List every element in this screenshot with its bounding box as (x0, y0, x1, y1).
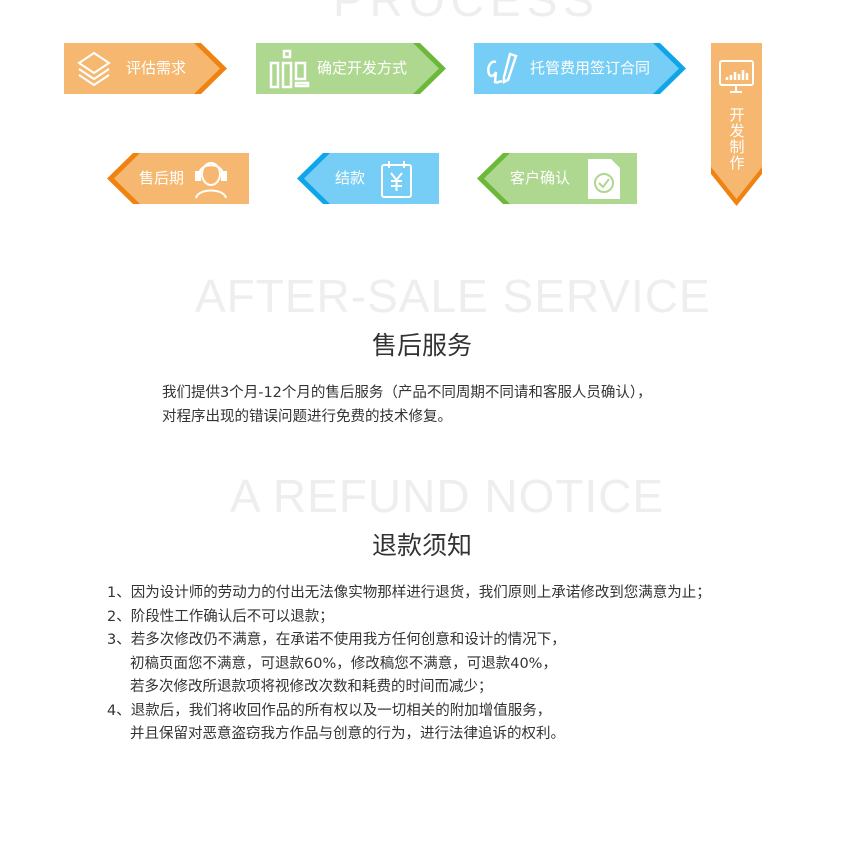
text-line: 1、因为设计师的劳动力的付出无法像实物那样进行退货，我们原则上承诺修改到您满意为… (107, 585, 711, 601)
step-label: 评估需求 (126, 59, 187, 77)
process-step-evaluate: 评估需求 (64, 43, 227, 94)
refund-watermark: A REFUND NOTICE (230, 470, 665, 522)
process-step-confirm: 客户确认 (477, 153, 637, 204)
step-label: 确定开发方式 (317, 59, 408, 77)
step-label: 结款 (335, 169, 366, 187)
process-watermark: PROCESS (333, 0, 600, 26)
process-step-contract: 托管费用签订合同 (474, 43, 686, 94)
process-step-after-sale: 售后期 (107, 153, 249, 204)
after-sale-title: 售后服务 (372, 331, 473, 360)
text-line: 4、退款后，我们将收回作品的所有权以及一切相关的附加增值服务， (107, 702, 552, 719)
refund-title: 退款须知 (372, 531, 473, 560)
layers-icon (77, 51, 111, 87)
text-line: 对程序出现的错误问题进行免费的技术修复。 (162, 408, 452, 425)
process-step-method: 确定开发方式 (256, 43, 446, 94)
refund-text: 1、因为设计师的劳动力的付出无法像实物那样进行退货，我们原则上承诺修改到您满意为… (107, 582, 711, 747)
text-line: 2、阶段性工作确认后不可以退款； (107, 608, 334, 625)
text-line: 我们提供3个月-12个月的售后服务（产品不同周期不同请和客服人员确认）， (162, 385, 652, 401)
text-line: 初稿页面您不满意，可退款60%，修改稿您不满意，可退款40%， (130, 655, 557, 672)
process-step-develop: 开发制作 (711, 43, 762, 206)
pen-sign-icon (487, 52, 518, 85)
text-line: 3、若多次修改仍不满意，在承诺不使用我方任何创意和设计的情况下， (107, 632, 566, 648)
headset-user-icon (195, 162, 227, 199)
step-label: 售后期 (139, 169, 185, 187)
blocks-icon (269, 49, 310, 89)
text-line: 若多次修改所退款项将视修改次数和耗费的时间而减少； (130, 679, 493, 695)
text-line: 并且保留对恶意盗窃我方作品与创意的行为，进行法律追诉的权利。 (130, 726, 565, 742)
yen-calendar-icon (381, 161, 412, 198)
document-check-icon (588, 159, 620, 199)
step-label: 开发制作 (729, 106, 745, 172)
after-sale-text: 我们提供3个月-12个月的售后服务（产品不同周期不同请和客服人员确认）， 对程序… (162, 382, 652, 429)
process-step-payment: 结款 (297, 153, 439, 204)
monitor-icon (719, 60, 754, 93)
step-label: 客户确认 (510, 169, 571, 187)
after-sale-watermark: AFTER-SALE SERVICE (195, 270, 711, 322)
step-label: 托管费用签订合同 (530, 59, 651, 77)
